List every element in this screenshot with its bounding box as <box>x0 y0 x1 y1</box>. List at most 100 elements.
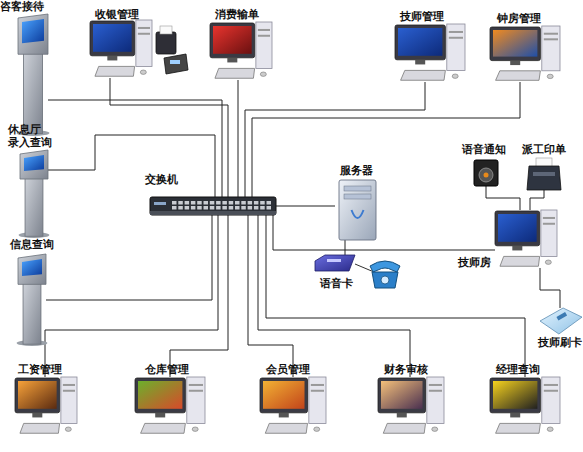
device-illustration <box>150 197 276 215</box>
illustration-part <box>187 377 205 423</box>
illustration-part <box>401 70 446 80</box>
device-label: 技师管理 <box>400 10 444 23</box>
illustration-part <box>189 384 203 386</box>
device-illustration <box>472 160 500 186</box>
illustration-part <box>172 201 177 205</box>
device-node: 语音卡 <box>315 255 355 271</box>
illustration-part <box>449 37 463 39</box>
illustration-part <box>93 24 132 52</box>
illustration-part <box>474 160 498 186</box>
network-cable <box>276 206 335 207</box>
illustration-part <box>204 201 209 205</box>
illustration-part <box>135 378 185 413</box>
illustration-part <box>248 206 253 210</box>
device-label: 收银管理 <box>95 8 139 21</box>
device-illustration <box>540 308 582 334</box>
illustration-part <box>25 176 43 236</box>
illustration-part <box>495 211 540 246</box>
device-illustration <box>490 26 560 82</box>
illustration-part <box>327 259 341 262</box>
illustration-part <box>542 377 560 423</box>
illustration-part <box>235 201 240 205</box>
device-illustration <box>395 24 465 82</box>
illustration-part <box>164 54 188 74</box>
network-cable <box>486 186 520 210</box>
illustration-part <box>155 413 165 418</box>
network-cable <box>110 78 228 197</box>
illustration-part <box>210 23 255 58</box>
illustration-part <box>279 413 289 418</box>
device-label: 钟房管理 <box>497 12 541 25</box>
illustration-part <box>61 377 77 423</box>
network-cable <box>530 190 544 210</box>
device-node: 技师房 <box>495 210 557 268</box>
illustration-part <box>241 206 246 210</box>
illustration-part <box>154 202 166 205</box>
device-illustration <box>527 158 561 190</box>
illustration-part <box>260 72 266 76</box>
illustration-part <box>222 201 227 205</box>
illustration-part <box>95 66 135 76</box>
illustration-part <box>197 201 202 205</box>
device-node: 休息厅 录入查询 <box>20 150 48 238</box>
illustration-part <box>314 427 320 431</box>
device-node: 咨客接待 <box>18 14 48 136</box>
illustration-part <box>138 381 182 409</box>
illustration-part <box>311 390 324 392</box>
illustration-part <box>138 27 150 29</box>
illustration-part <box>191 206 196 210</box>
illustration-part <box>229 206 234 210</box>
illustration-part <box>260 201 265 205</box>
device-label: 交换机 <box>145 173 178 186</box>
illustration-part <box>63 384 75 386</box>
illustration-part <box>490 378 540 413</box>
illustration-part <box>222 206 227 210</box>
illustration-part <box>344 194 371 199</box>
illustration-part <box>267 201 272 205</box>
illustration-part <box>150 211 276 215</box>
illustration-part <box>24 155 44 171</box>
illustration-part <box>429 384 442 386</box>
illustration-part <box>185 206 190 210</box>
illustration-part <box>265 423 307 433</box>
device-label: 休息厅 录入查询 <box>8 123 58 149</box>
device-node: 技师刷卡 <box>540 308 582 334</box>
illustration-part <box>107 56 117 61</box>
illustration-part <box>229 201 234 205</box>
illustration-part <box>543 223 555 225</box>
device-node: 消费输单 <box>210 22 272 80</box>
illustration-part <box>204 206 209 210</box>
network-cable <box>170 215 228 377</box>
network-cable <box>258 215 410 377</box>
network-cable <box>46 215 212 300</box>
illustration-part <box>397 413 407 418</box>
illustration-part <box>395 25 445 60</box>
illustration-part <box>533 172 555 176</box>
device-label: 经理查询 <box>496 363 540 376</box>
illustration-part <box>544 384 558 386</box>
network-cable <box>48 135 215 197</box>
illustration-part <box>172 206 177 210</box>
telephone-symbol <box>370 261 400 288</box>
network-cable <box>238 80 239 197</box>
device-label: 财务审核 <box>384 363 428 376</box>
network-cable <box>540 268 560 308</box>
illustration-part <box>260 378 308 413</box>
illustration-part <box>136 20 152 66</box>
illustration-part <box>248 201 253 205</box>
device-illustration <box>18 14 48 136</box>
device-label: 信息查询 <box>10 238 54 251</box>
device-illustration <box>20 150 48 238</box>
device-label: 工资管理 <box>18 363 62 376</box>
illustration-part <box>556 312 567 320</box>
illustration-part <box>500 256 540 266</box>
illustration-part <box>378 378 426 413</box>
illustration-part <box>235 206 240 210</box>
illustration-part <box>498 214 537 242</box>
illustration-part <box>216 206 221 210</box>
illustration-part <box>432 427 438 431</box>
illustration-part <box>527 166 561 190</box>
illustration-part <box>197 206 202 210</box>
device-node: 信息查询 <box>18 254 46 346</box>
